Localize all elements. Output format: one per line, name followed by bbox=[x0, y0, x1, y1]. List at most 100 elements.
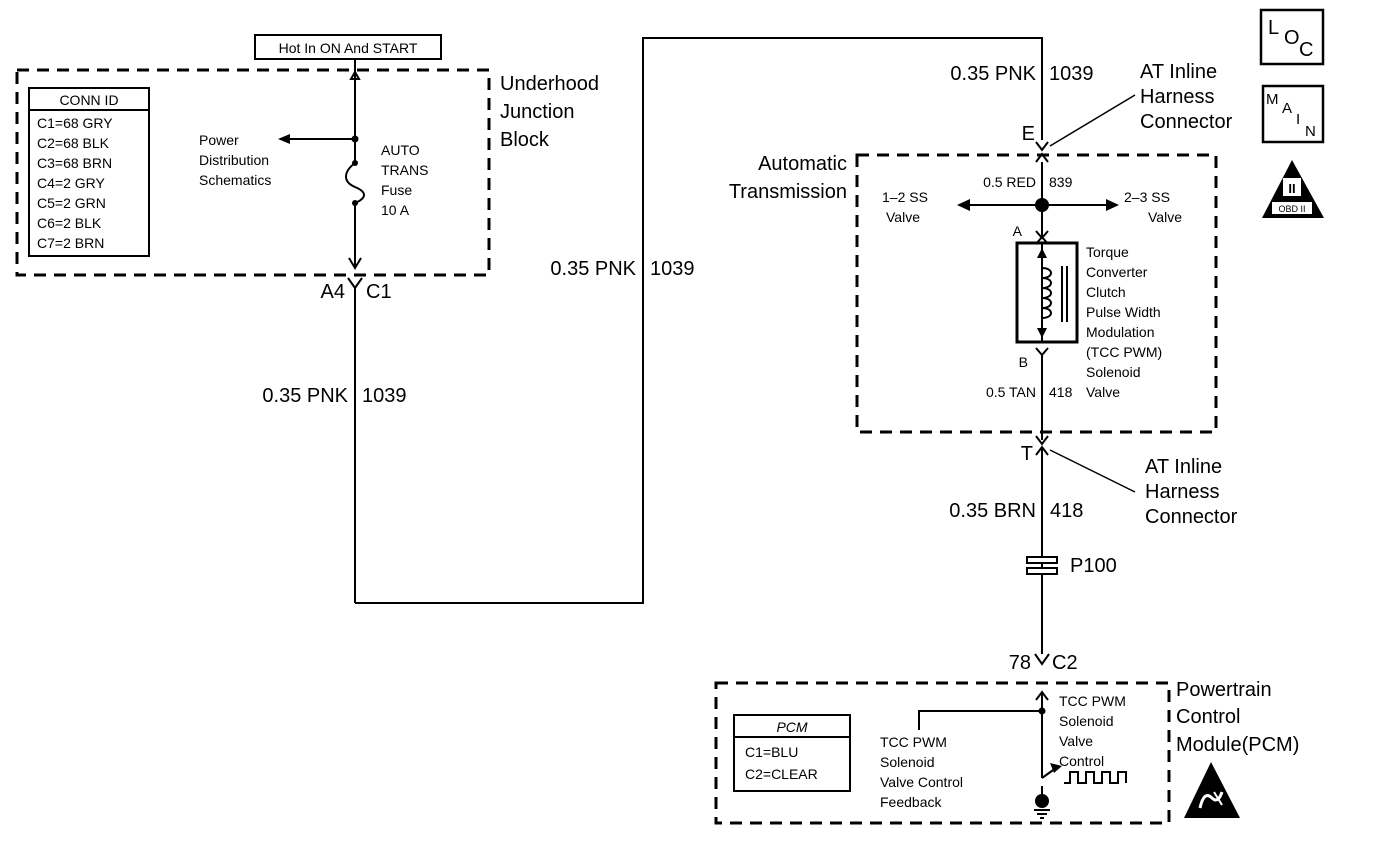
fuse-label-line4: 10 A bbox=[381, 202, 410, 218]
fuse-label-line2: TRANS bbox=[381, 162, 428, 178]
wire-gauge-label: 0.5 RED bbox=[983, 174, 1036, 190]
power-distribution-arrow bbox=[278, 134, 290, 144]
main-icon[interactable]: M A I N bbox=[1261, 84, 1325, 144]
pin-t: T bbox=[1021, 443, 1033, 465]
fuse-circuit bbox=[278, 59, 365, 270]
inline-bottom-label-line1: AT Inline bbox=[1145, 456, 1222, 478]
loc-icon[interactable]: L O C bbox=[1259, 8, 1325, 66]
solenoid-label-line4: Pulse Width bbox=[1086, 304, 1161, 320]
power-distribution-line1: Power bbox=[199, 132, 239, 148]
pcm-connector-table: PCM C1=BLU C2=CLEAR bbox=[733, 714, 851, 792]
conn-id-title: CONN ID bbox=[59, 92, 118, 108]
inline-bottom-label-line2: Harness bbox=[1145, 481, 1219, 503]
pcm-name-line1: Powertrain bbox=[1176, 679, 1272, 701]
wire-gauge-label: 0.35 PNK bbox=[262, 385, 348, 407]
control-label-line3: Valve bbox=[1059, 733, 1093, 749]
conn-id-row: C7=2 BRN bbox=[37, 235, 104, 251]
pcm-table-row: C2=CLEAR bbox=[745, 766, 818, 782]
svg-text:O: O bbox=[1284, 27, 1300, 49]
pwm-waveform-icon bbox=[1064, 771, 1127, 784]
pcm-connector-c2-label: C2 bbox=[1052, 652, 1078, 674]
svg-text:I: I bbox=[1296, 111, 1300, 128]
ss12-arrow bbox=[957, 199, 970, 211]
ss23-arrow bbox=[1106, 199, 1119, 211]
pcm-table-row: C1=BLU bbox=[745, 744, 798, 760]
svg-text:A: A bbox=[1282, 100, 1292, 117]
conn-id-table: CONN ID C1=68 GRY C2=68 BLK C3=68 BRN C4… bbox=[28, 87, 150, 257]
wire-gauge-label: 0.35 PNK bbox=[950, 63, 1036, 85]
feedback-label-line4: Feedback bbox=[880, 794, 942, 810]
wire-circuit-label: 1039 bbox=[362, 385, 407, 407]
at-inline-connector-bottom: T AT Inline Harness Connector bbox=[1021, 435, 1238, 528]
pcm-connector-c2: 78 C2 bbox=[1009, 652, 1078, 674]
obd-ii-icon[interactable]: II OBD II bbox=[1262, 160, 1324, 218]
feedback-label-line1: TCC PWM bbox=[880, 734, 947, 750]
conn-id-row: C4=2 GRY bbox=[37, 175, 105, 191]
inline-top-label-line1: AT Inline bbox=[1140, 61, 1217, 83]
ss23-label-line1: 2–3 SS bbox=[1124, 189, 1170, 205]
tcc-pwm-solenoid bbox=[1015, 241, 1079, 344]
feedback-label-line2: Solenoid bbox=[880, 754, 935, 770]
p100-splice: P100 bbox=[1026, 555, 1117, 577]
solenoid-label-line2: Converter bbox=[1086, 264, 1148, 280]
svg-text:N: N bbox=[1305, 123, 1316, 140]
svg-text:OBD II: OBD II bbox=[1278, 204, 1305, 214]
wire-gauge-label: 0.5 TAN bbox=[986, 384, 1036, 400]
wire-gauge-label: 0.35 PNK bbox=[550, 258, 636, 280]
ujb-name-line1: Underhood bbox=[500, 73, 599, 95]
esd-warning-icon bbox=[1184, 762, 1240, 818]
ujb-name-line3: Block bbox=[500, 129, 550, 151]
solenoid-label-line7: Solenoid bbox=[1086, 364, 1141, 380]
inline-bottom-label-line3: Connector bbox=[1145, 506, 1238, 528]
solenoid-label-line5: Modulation bbox=[1086, 324, 1155, 340]
control-label-line4: Control bbox=[1059, 753, 1104, 769]
solenoid-label-line1: Torque bbox=[1086, 244, 1129, 260]
ujb-connector-c1: C1 bbox=[366, 281, 392, 303]
solenoid-label-line3: Clutch bbox=[1086, 284, 1126, 300]
connector-a4-c1: A4 C1 bbox=[321, 277, 392, 603]
coil-icon bbox=[1041, 267, 1052, 319]
transmission-name-line2: Transmission bbox=[729, 181, 847, 203]
power-distribution-line2: Distribution bbox=[199, 152, 269, 168]
wire-circuit-label: 418 bbox=[1049, 384, 1073, 400]
at-inline-connector-top: E AT Inline Harness Connector bbox=[1022, 61, 1233, 163]
conn-id-row: C3=68 BRN bbox=[37, 155, 112, 171]
ss12-label-line2: Valve bbox=[886, 209, 920, 225]
automatic-transmission: Automatic Transmission 0.5 RED 839 1–2 S… bbox=[729, 153, 1218, 440]
pin-a: A bbox=[1013, 223, 1023, 239]
pnk-1039-wire bbox=[355, 37, 1043, 604]
powertrain-control-module: Powertrain Control Module(PCM) PCM C1=BL… bbox=[714, 679, 1299, 825]
feedback-label-line3: Valve Control bbox=[880, 774, 963, 790]
wire-circuit-label: 839 bbox=[1049, 174, 1073, 190]
control-label-line1: TCC PWM bbox=[1059, 693, 1126, 709]
pcm-pin-78: 78 bbox=[1009, 652, 1031, 674]
wire-circuit-label: 1039 bbox=[650, 258, 695, 280]
ujb-pin-a4: A4 bbox=[321, 281, 345, 303]
conn-id-row: C5=2 GRN bbox=[37, 195, 106, 211]
fuse-icon bbox=[345, 162, 365, 204]
transmission-name-line1: Automatic bbox=[758, 153, 847, 175]
svg-text:M: M bbox=[1266, 91, 1279, 108]
power-source: Hot In ON And START bbox=[254, 34, 442, 60]
splice-label: P100 bbox=[1070, 555, 1117, 577]
svg-text:C: C bbox=[1299, 39, 1313, 61]
underhood-junction-block: Underhood Junction Block CONN ID C1=68 G… bbox=[15, 68, 599, 277]
power-distribution-line3: Schematics bbox=[199, 172, 271, 188]
inline-top-label-line3: Connector bbox=[1140, 111, 1233, 133]
conn-id-row: C1=68 GRY bbox=[37, 115, 113, 131]
fuse-label-line3: Fuse bbox=[381, 182, 412, 198]
wire-gauge-label: 0.35 BRN bbox=[949, 500, 1036, 522]
pcm-name-line3: Module(PCM) bbox=[1176, 734, 1299, 756]
control-label-line2: Solenoid bbox=[1059, 713, 1114, 729]
pin-e: E bbox=[1022, 123, 1035, 145]
ground-icon bbox=[1034, 809, 1050, 819]
svg-text:L: L bbox=[1268, 17, 1279, 39]
solenoid-label-line8: Valve bbox=[1086, 384, 1120, 400]
pin-b: B bbox=[1019, 354, 1028, 370]
ujb-name-line2: Junction bbox=[500, 101, 575, 123]
conn-id-row: C2=68 BLK bbox=[37, 135, 110, 151]
pcm-name-line2: Control bbox=[1176, 706, 1240, 728]
conn-id-row: C6=2 BLK bbox=[37, 215, 102, 231]
switch-arrow bbox=[1050, 763, 1062, 773]
